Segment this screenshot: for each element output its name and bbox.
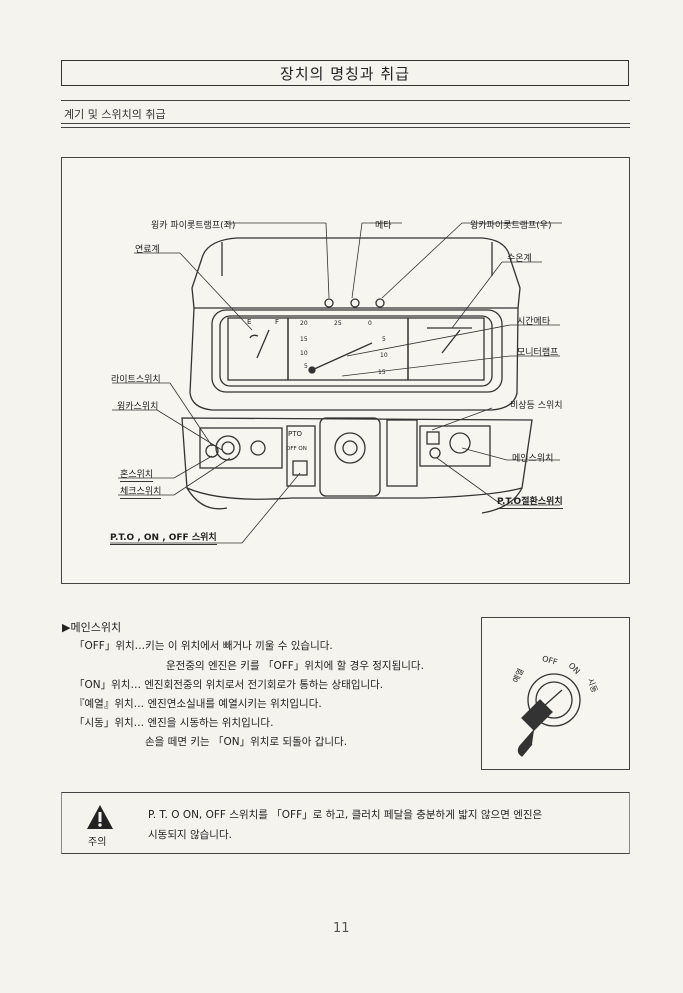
tach-tick: 10: [380, 352, 388, 359]
warning-icon: [87, 805, 113, 829]
tach-tick: 5: [382, 336, 386, 343]
panel-pto-text: PTO: [288, 430, 303, 438]
label-hazard-switch: 비상등 스위치: [510, 401, 563, 411]
page-number: 11: [333, 921, 350, 936]
page-title: 장치의 명칭과 취급: [280, 64, 410, 83]
caution-label: 주의: [88, 837, 107, 848]
tach-tick: 5: [304, 363, 308, 370]
label-hour-meter: 시간메타: [517, 317, 551, 327]
label-pto-on-off-switch: P.T.O , ON , OFF 스위치: [110, 530, 217, 545]
fuel-mark-f: F: [275, 318, 280, 326]
label-main-switch: 메인스위치: [512, 454, 554, 464]
label-pto-select-switch: P.T.O절환스위치: [497, 494, 563, 509]
label-temp-gauge: 수온계: [507, 254, 532, 264]
instrument-panel-drawing: [110, 222, 562, 544]
caution-text-line: 시동되지 않습니다.: [148, 829, 232, 841]
main-switch-line: 「ON」위치… 엔진회전중의 위치로서 전기회로가 통하는 상태입니다.: [74, 679, 384, 691]
instrument-panel-figure: 윙카 파이롯트램프(좌) 메타 윙카파이롯트램프(우) 연료계 수온계 시간메타…: [61, 157, 630, 584]
caution-box: 주의 P. T. O ON, OFF 스위치를 「OFF」로 하고, 클러치 페…: [61, 792, 630, 854]
tach-tick: 0: [368, 320, 372, 327]
label-fuel-gauge: 연료계: [135, 245, 160, 255]
main-switch-line: 손을 떼면 키는 「ON」위치로 되돌아 갑니다.: [145, 736, 348, 748]
main-switch-line: 「시동」위치… 엔진을 시동하는 위치입니다.: [74, 717, 274, 729]
section-heading: 계기 및 스위치의 취급: [64, 108, 166, 121]
main-switch-heading: ▶메인스위치: [62, 621, 122, 634]
tach-tick: 15: [300, 336, 308, 343]
label-meter: 메타: [375, 221, 392, 231]
main-switch-line: 「OFF」위치…키는 이 위치에서 빼거나 끼울 수 있습니다.: [74, 640, 333, 652]
label-winker-switch: 윙카스위치: [117, 402, 159, 412]
label-winker-pilot-left: 윙카 파이롯트램프(좌): [151, 221, 236, 231]
divider: [61, 123, 630, 124]
divider: [61, 100, 630, 101]
key-switch-illustration: 예열 OFF ON 시동: [481, 617, 630, 770]
fuel-mark-e: E: [247, 318, 252, 326]
main-switch-line: 『예열』위치… 엔진연소실내를 예열시키는 위치입니다.: [74, 698, 322, 710]
panel-off-on-text: OFF ON: [286, 446, 307, 452]
tach-tick: 15: [378, 369, 386, 376]
label-light-switch: 라이트스위치: [111, 375, 161, 385]
divider: [61, 127, 630, 128]
tach-tick: 25: [334, 320, 342, 327]
tach-tick: 20: [300, 320, 308, 327]
page-title-box: 장치의 명칭과 취급: [61, 60, 629, 86]
tach-tick: 10: [300, 350, 308, 357]
main-switch-line: 운전중의 엔진은 키를 「OFF」위치에 할 경우 정지됩니다.: [166, 660, 424, 672]
caution-text-line: P. T. O ON, OFF 스위치를 「OFF」로 하고, 클러치 페달을 …: [148, 809, 543, 821]
label-winker-pilot-right: 윙카파이롯트램프(우): [470, 221, 552, 231]
label-check-switch: 체크스위치: [120, 484, 162, 499]
key-switch-drawing: [517, 673, 581, 757]
label-horn-switch: 혼스위치: [120, 467, 154, 482]
label-monitor-lamp: 모니터램프: [517, 348, 559, 358]
